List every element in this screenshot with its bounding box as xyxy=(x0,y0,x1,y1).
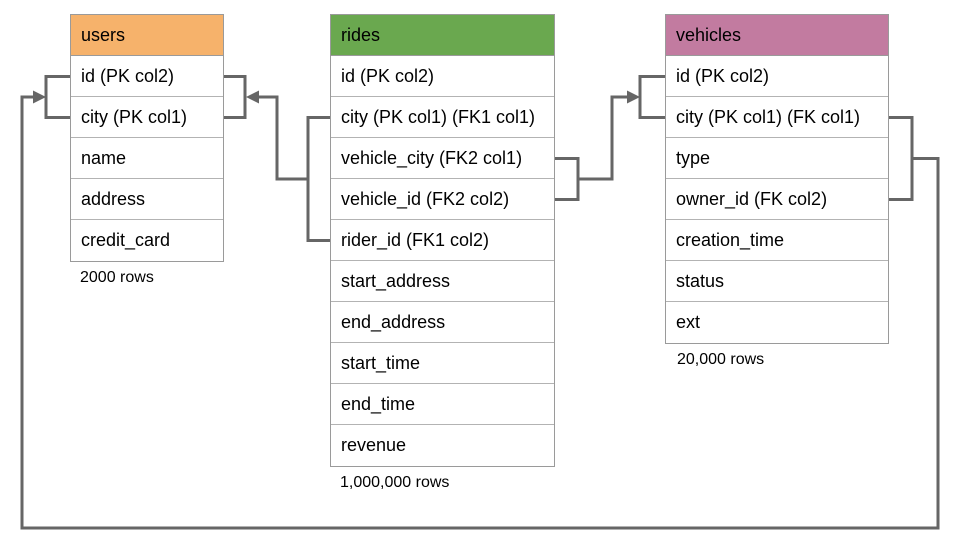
table-row: start_time xyxy=(331,343,554,384)
table-row: id (PK col2) xyxy=(666,56,888,97)
fk1-connector-line xyxy=(259,95,308,181)
table-row: name xyxy=(71,138,223,179)
table-rides-header: rides xyxy=(331,15,554,56)
table-row: address xyxy=(71,179,223,220)
table-row: vehicle_city (FK2 col1) xyxy=(331,138,554,179)
table-row: creation_time xyxy=(666,220,888,261)
table-row: owner_id (FK col2) xyxy=(666,179,888,220)
table-row: end_time xyxy=(331,384,554,425)
vehicles-right-bracket xyxy=(886,116,914,201)
fk1-rides-to-users-connector xyxy=(221,75,331,242)
rides-right-bracket xyxy=(552,157,580,201)
vehicles-left-bracket xyxy=(638,75,666,119)
users-row-count-label: 2000 rows xyxy=(80,269,154,286)
table-row: type xyxy=(666,138,888,179)
fk1-arrowhead-icon xyxy=(246,90,259,104)
table-row: ext xyxy=(666,302,888,343)
fk-arrowhead-icon xyxy=(33,90,46,104)
table-vehicles: vehicles id (PK col2) city (PK col1) (FK… xyxy=(665,14,889,344)
fk2-arrowhead-icon xyxy=(627,90,640,104)
table-vehicles-header: vehicles xyxy=(666,15,888,56)
table-row: city (PK col1) (FK1 col1) xyxy=(331,97,554,138)
table-row: id (PK col2) xyxy=(71,56,223,97)
rides-left-bracket xyxy=(306,116,331,242)
users-left-bracket xyxy=(44,75,71,119)
table-row: status xyxy=(666,261,888,302)
fk2-rides-to-vehicles-connector xyxy=(552,75,666,201)
users-right-bracket xyxy=(221,75,247,119)
table-row: rider_id (FK1 col2) xyxy=(331,220,554,261)
fk2-connector-line xyxy=(578,95,627,181)
rides-row-count-label: 1,000,000 rows xyxy=(340,474,450,491)
table-row: vehicle_id (FK2 col2) xyxy=(331,179,554,220)
table-row: end_address xyxy=(331,302,554,343)
table-row: city (PK col1) (FK col1) xyxy=(666,97,888,138)
table-users: users id (PK col2) city (PK col1) name a… xyxy=(70,14,224,262)
vehicles-row-count-label: 20,000 rows xyxy=(677,351,765,368)
table-row: start_address xyxy=(331,261,554,302)
table-row: revenue xyxy=(331,425,554,466)
table-rides: rides id (PK col2) city (PK col1) (FK1 c… xyxy=(330,14,555,467)
table-row: id (PK col2) xyxy=(331,56,554,97)
table-row: city (PK col1) xyxy=(71,97,223,138)
table-users-header: users xyxy=(71,15,223,56)
table-row: credit_card xyxy=(71,220,223,261)
